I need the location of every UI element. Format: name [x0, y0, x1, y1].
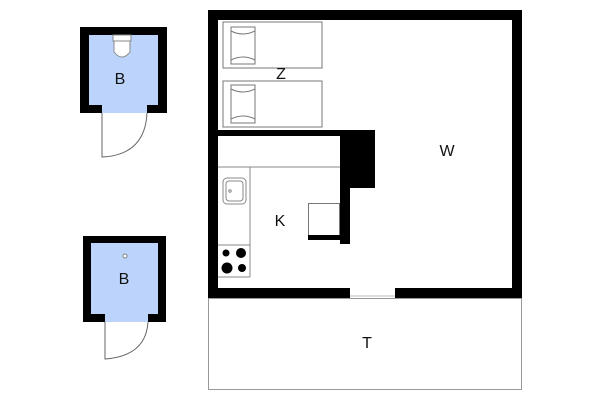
bed-1: [222, 21, 323, 69]
toilet-icon: [112, 34, 132, 58]
door-swing: [104, 321, 149, 360]
terrace-outline: [208, 298, 522, 390]
kitchen-cabinet: [308, 203, 340, 240]
bathroom-1: B: [80, 27, 167, 158]
sink-icon: [222, 177, 247, 205]
room-label-bathroom-2: B: [119, 271, 130, 288]
drain-icon: [122, 253, 128, 259]
kitchen-counter: [218, 166, 340, 278]
bathroom-2: B: [83, 236, 166, 360]
stove-icon: [221, 248, 246, 274]
room-label-kitchen: K: [275, 213, 286, 230]
room-label-living: W: [439, 143, 455, 160]
bed-2: [222, 80, 323, 128]
room-label-bathroom-1: B: [115, 71, 126, 88]
door-swing: [101, 112, 148, 158]
main-house-walls: [208, 10, 522, 298]
room-label-bedroom: Z: [276, 66, 286, 83]
room-label-terrace: T: [362, 335, 372, 352]
